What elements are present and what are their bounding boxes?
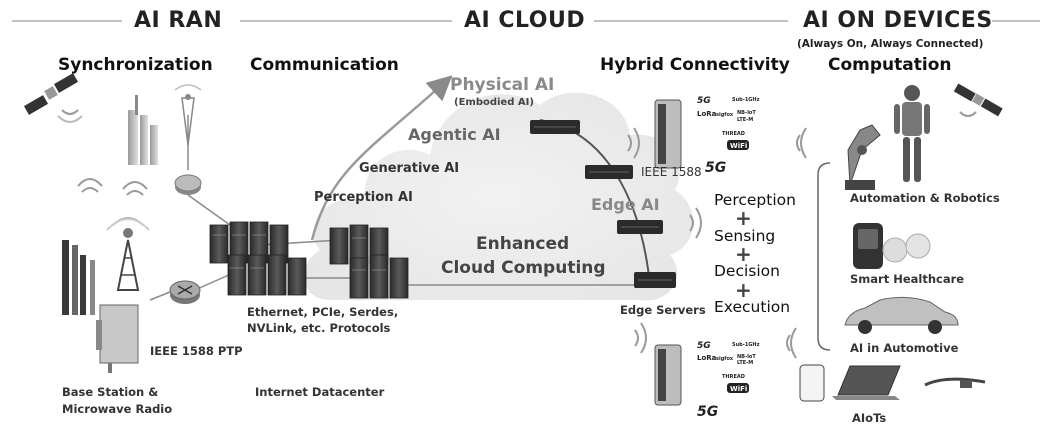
label-perception-ai: Perception AI [314,190,413,205]
flow-sensing: Sensing [714,227,776,245]
svg-text:WiFi: WiFi [730,385,747,393]
svg-text:LoRa: LoRa [697,354,717,362]
protocol-logo-blocks: 5G Sub-1GHz LoRa sigfox NB-IoT LTE-M THR… [697,96,760,420]
svg-text:Sub-1GHz: Sub-1GHz [732,97,760,103]
label-physical-ai: Physical AI [450,75,555,95]
flow-decision: Decision [714,262,780,280]
svg-text:LoRa: LoRa [697,110,717,118]
cloud-label-line1: Enhanced [476,234,570,254]
header-ai-on-devices: AI ON DEVICES [803,8,993,33]
svg-text:LTE-M: LTE-M [737,360,753,366]
flow-perception: Perception [714,191,796,209]
aiot-device-icons [799,364,986,402]
label-edge-servers: Edge Servers [620,303,706,317]
svg-text:NB-IoT: NB-IoT [737,110,756,116]
label-base-station-line2: Microwave Radio [62,402,173,416]
satellite-left-icon [23,73,83,123]
section-hybrid-connectivity: Hybrid Connectivity [600,55,790,75]
label-aiots: AIoTs [852,411,887,425]
svg-text:THREAD: THREAD [722,131,745,137]
cloud-shape [303,92,694,301]
label-edge-ai: Edge AI [591,195,660,214]
growth-arrow [310,75,453,241]
flow-plus-3: + [735,278,752,302]
cloud-label-line2: Cloud Computing [441,258,606,278]
car-icon [844,296,959,334]
label-protocols-line2: NVLink, etc. Protocols [247,321,391,335]
health-device-icons [853,223,931,269]
label-ai-in-automotive: AI in Automotive [850,341,959,355]
svg-text:5G: 5G [705,160,726,176]
robot-icons [845,85,930,190]
flow-execution: Execution [714,298,791,316]
label-agentic-ai: Agentic AI [408,125,501,144]
svg-text:NB-IoT: NB-IoT [737,354,756,360]
label-base-station-line1: Base Station & [62,385,159,399]
label-automation-robotics: Automation & Robotics [850,191,1000,205]
label-embodied-ai: (Embodied AI) [454,97,534,108]
label-internet-datacenter: Internet Datacenter [255,385,385,399]
header-ai-cloud: AI CLOUD [464,8,586,33]
svg-text:LTE-M: LTE-M [737,117,753,123]
label-smart-healthcare: Smart Healthcare [850,272,965,286]
label-protocols-line1: Ethernet, PCIe, Serdes, [247,305,399,319]
header-ai-ran: AI RAN [134,8,223,33]
svg-text:sigfox: sigfox [716,112,734,118]
cell-tower-icons [62,84,202,373]
section-communication: Communication [250,55,399,75]
router-icons [169,174,202,304]
edge-server-icons [530,120,676,288]
label-ieee-1588: IEEE 1588 [641,165,702,179]
svg-text:WiFi: WiFi [730,142,747,150]
flow-plus-2: + [735,242,752,266]
label-ieee-1588-ptp: IEEE 1588 PTP [150,344,243,358]
svg-text:5G: 5G [697,404,718,420]
device-bracket [817,162,831,351]
section-computation: Computation [828,55,952,75]
svg-text:Sub-1GHz: Sub-1GHz [732,342,760,348]
server-rack-icons [209,221,409,299]
svg-text:5G: 5G [697,96,711,106]
label-generative-ai: Generative AI [359,161,460,176]
section-synchronization: Synchronization [58,55,213,75]
wireless-wave-icons [77,127,807,359]
gateway-device-icons [654,99,682,406]
svg-text:THREAD: THREAD [722,374,745,380]
svg-text:5G: 5G [697,341,711,351]
satellite-right-icon [953,83,1003,117]
svg-text:sigfox: sigfox [716,356,734,362]
header-ai-on-devices-subtitle: (Always On, Always Connected) [797,38,984,50]
flow-plus-1: + [735,206,752,230]
